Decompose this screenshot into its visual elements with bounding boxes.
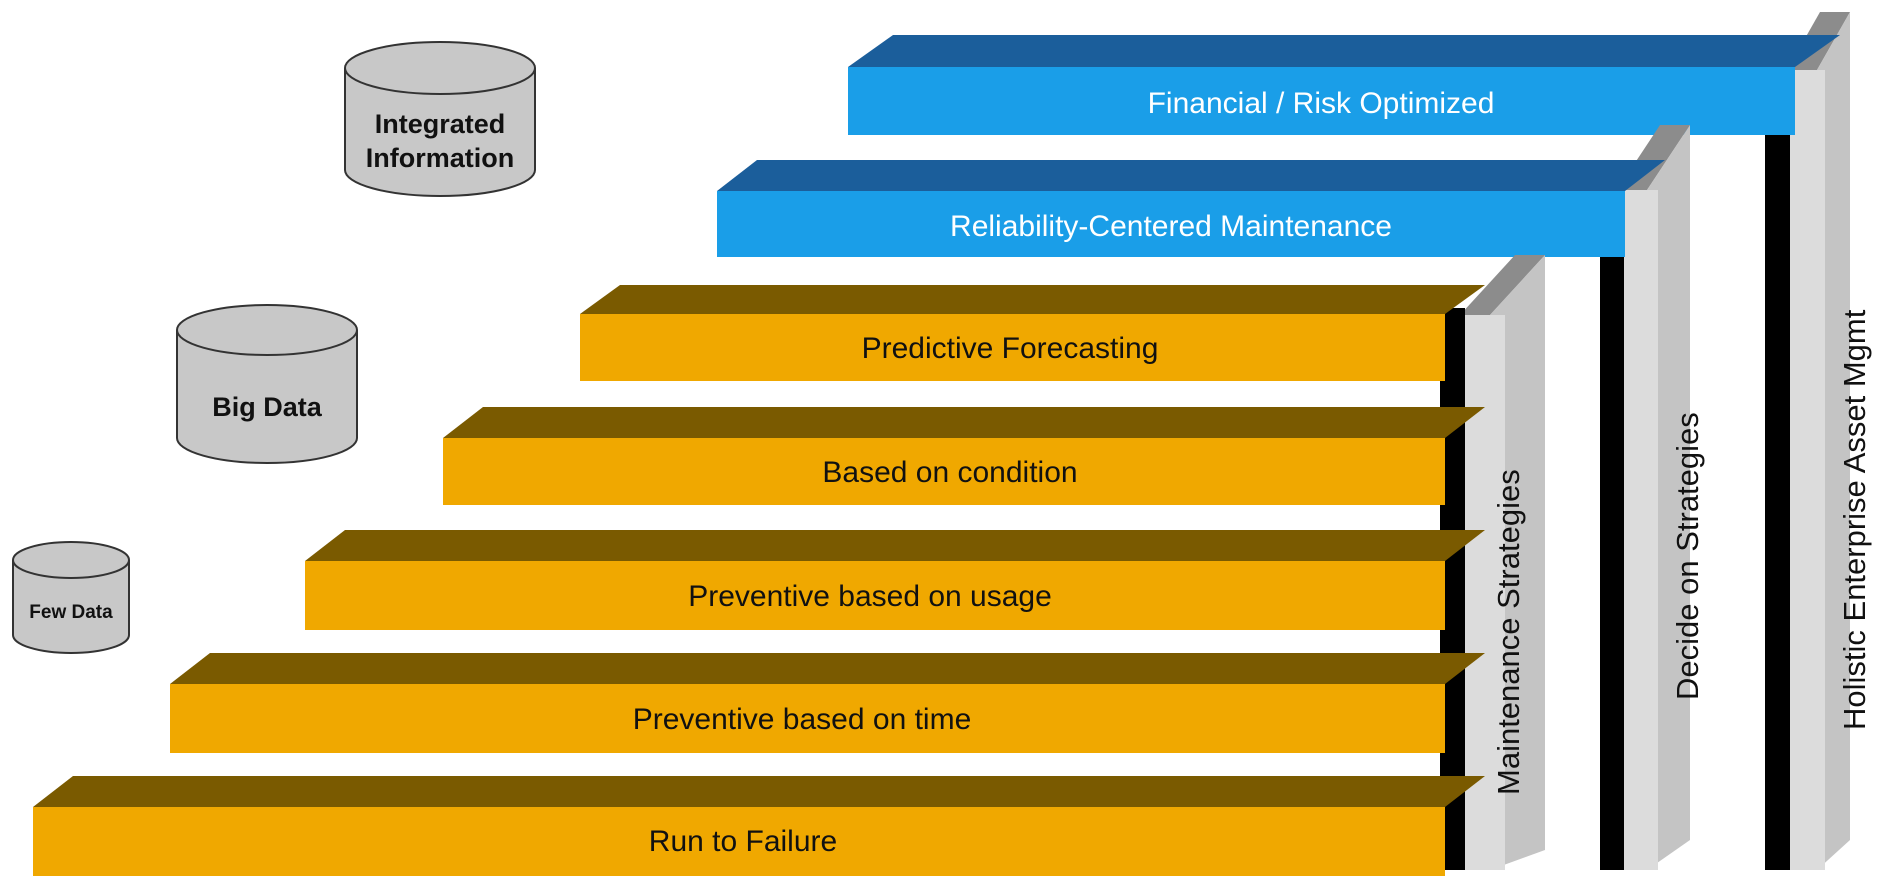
database-integrated-top	[344, 41, 536, 95]
step-financial-risk: Financial / Risk Optimized	[848, 35, 1840, 135]
post-maintenance-label: Maintenance Strategies	[1491, 469, 1526, 795]
step-run-to-failure-top	[33, 776, 1485, 807]
step-preventive-usage: Preventive based on usage	[305, 530, 1485, 630]
step-reliability-centered-top	[717, 160, 1665, 191]
step-based-on-condition-top	[443, 407, 1485, 438]
step-financial-risk-top	[848, 35, 1840, 67]
database-integrated-label-line1: Integrated	[375, 109, 506, 139]
step-based-on-condition-label: Based on condition	[822, 456, 1077, 489]
post-holistic: Holistic Enterprise Asset Mgmt	[1765, 12, 1872, 870]
step-predictive-forecasting-face	[580, 314, 1445, 381]
step-financial-risk-label: Financial / Risk Optimized	[1148, 87, 1495, 120]
post-maintenance-top	[1460, 255, 1545, 315]
step-run-to-failure-label: Run to Failure	[649, 825, 837, 858]
step-preventive-time-top	[170, 653, 1485, 684]
database-integrated-body	[344, 68, 536, 197]
post-holistic-label: Holistic Enterprise Asset Mgmt	[1837, 309, 1872, 730]
post-decide-label: Decide on Strategies	[1670, 412, 1705, 700]
step-reliability-centered-label: Reliability-Centered Maintenance	[950, 210, 1392, 243]
database-few-data-label: Few Data	[29, 602, 113, 623]
post-holistic-front	[1790, 70, 1825, 870]
database-integrated-information: Integrated Information	[344, 41, 536, 197]
step-preventive-time-label: Preventive based on time	[633, 703, 972, 736]
step-based-on-condition: Based on condition	[443, 407, 1485, 505]
step-predictive-forecasting: Predictive Forecasting	[580, 285, 1485, 381]
step-run-to-failure-face	[33, 807, 1445, 876]
database-big-data-top	[176, 304, 358, 356]
step-preventive-time-face	[170, 684, 1445, 753]
post-decide-edge	[1600, 183, 1624, 870]
database-big-data-label: Big Data	[212, 392, 323, 422]
post-holistic-side	[1817, 12, 1850, 870]
step-preventive-usage-face	[305, 561, 1445, 630]
step-reliability-centered-face	[717, 191, 1625, 257]
post-decide-front	[1624, 190, 1658, 870]
post-holistic-edge	[1765, 62, 1790, 870]
step-run-to-failure: Run to Failure	[33, 776, 1485, 876]
step-reliability-centered: Reliability-Centered Maintenance	[717, 160, 1665, 257]
step-preventive-usage-top	[305, 530, 1485, 561]
step-preventive-time: Preventive based on time	[170, 653, 1485, 753]
database-integrated-label-line2: Information	[366, 143, 515, 173]
database-big-data-body	[176, 330, 358, 464]
database-few-data-top	[12, 541, 130, 579]
post-decide: Decide on Strategies	[1600, 125, 1705, 870]
database-big-data: Big Data	[176, 304, 358, 464]
step-preventive-usage-label: Preventive based on usage	[688, 580, 1052, 613]
step-predictive-forecasting-top	[580, 285, 1485, 314]
step-based-on-condition-face	[443, 438, 1445, 505]
database-few-data: Few Data	[12, 541, 130, 654]
step-predictive-forecasting-label: Predictive Forecasting	[862, 332, 1159, 365]
step-financial-risk-face	[848, 67, 1795, 135]
database-few-data-body	[12, 560, 130, 654]
